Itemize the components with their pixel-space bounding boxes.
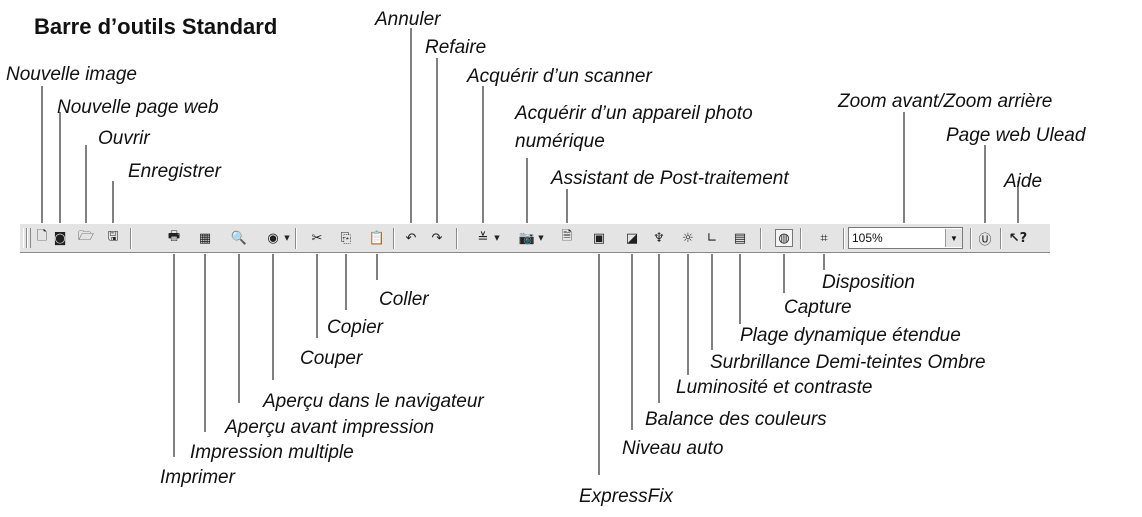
copy-icon[interactable]: ⎘ — [340, 230, 352, 246]
label-page-web-ulead: Page web Ulead — [946, 125, 1086, 146]
label-ouvrir: Ouvrir — [98, 128, 150, 149]
layout-icon[interactable]: ⌗ — [820, 230, 828, 246]
label-acquerir-appareil-line1: Acquérir d’un appareil photo — [515, 103, 753, 124]
label-enregistrer: Enregistrer — [128, 161, 221, 182]
page-title: Barre d’outils Standard — [34, 14, 278, 39]
label-niveau-auto: Niveau auto — [622, 438, 724, 459]
redo-icon[interactable]: ↷ — [431, 230, 443, 246]
chevron-down-icon[interactable]: ▼ — [945, 229, 962, 247]
browser-preview-icon[interactable]: ◉ — [267, 230, 279, 246]
toolbar-grip-2[interactable] — [27, 228, 31, 248]
print-multiple-icon[interactable]: ▦ — [198, 230, 212, 246]
save-icon[interactable]: 🖫 — [107, 229, 119, 244]
label-nouvelle-image: Nouvelle image — [6, 64, 137, 85]
label-apercu-navigateur: Aperçu dans le navigateur — [263, 391, 484, 412]
standard-toolbar: 🗋 ◙ 🗁 🖫 🖶 ▦ 🔍 ◉ ▼ ✂ ⎘ 📋 ↶ ↷ ≚ ▼ 📷 ▼ 🗎 ▣ … — [20, 223, 1050, 253]
camera-icon[interactable]: 📷 — [518, 230, 536, 246]
open-icon[interactable]: 🗁 — [77, 229, 95, 244]
new-web-page-icon[interactable]: ◙ — [53, 230, 67, 246]
label-imprimer: Imprimer — [160, 467, 235, 488]
toolbar-separator — [760, 228, 762, 249]
label-capture: Capture — [784, 297, 852, 318]
label-assistant: Assistant de Post-traitement — [551, 168, 789, 189]
browser-preview-dropdown-icon[interactable]: ▼ — [284, 234, 290, 242]
auto-level-icon[interactable]: ◪ — [625, 230, 639, 246]
toolbar-separator — [295, 228, 297, 249]
new-image-icon[interactable]: 🗋 — [36, 229, 48, 244]
highlight-midtone-shadow-icon[interactable]: ∟ — [706, 230, 718, 246]
undo-icon[interactable]: ↶ — [405, 230, 417, 246]
color-balance-icon[interactable]: ♆ — [653, 230, 665, 246]
toolbar-separator — [970, 228, 972, 249]
toolbar-separator — [800, 228, 802, 249]
scanner-icon[interactable]: ≚ — [477, 230, 489, 246]
label-disposition: Disposition — [822, 272, 915, 293]
label-copier: Copier — [327, 317, 383, 338]
toolbar-separator — [1000, 228, 1002, 249]
post-processing-wizard-icon[interactable]: 🗎 — [561, 229, 573, 244]
label-couper: Couper — [300, 348, 363, 369]
label-aide: Aide — [1004, 171, 1043, 192]
help-icon[interactable]: ↖? — [1008, 230, 1028, 246]
scanner-dropdown-icon[interactable]: ▼ — [494, 234, 500, 242]
label-apercu-impression: Aperçu avant impression — [225, 417, 435, 438]
label-coller: Coller — [379, 289, 429, 310]
dynamic-range-icon[interactable]: ▤ — [733, 230, 747, 246]
capture-icon[interactable]: ◍ — [775, 229, 793, 247]
label-expressfix: ExpressFix — [579, 486, 673, 507]
label-acquerir-scanner: Acquérir d’un scanner — [467, 66, 652, 87]
toolbar-separator — [456, 228, 458, 249]
zoom-value: 105% — [852, 231, 883, 245]
label-impression-multiple: Impression multiple — [190, 442, 354, 463]
label-acquerir-appareil-line2: numérique — [515, 131, 605, 152]
camera-dropdown-icon[interactable]: ▼ — [538, 234, 544, 242]
label-balance: Balance des couleurs — [645, 409, 827, 430]
paste-icon[interactable]: 📋 — [368, 230, 386, 246]
label-annuler: Annuler — [375, 9, 441, 30]
toolbar-separator — [393, 228, 395, 249]
toolbar-separator — [130, 228, 132, 249]
label-plage: Plage dynamique étendue — [740, 325, 961, 346]
label-refaire: Refaire — [425, 37, 487, 58]
zoom-select[interactable]: 105% ▼ — [848, 227, 963, 249]
expressfix-icon[interactable]: ▣ — [592, 230, 606, 246]
brightness-contrast-icon[interactable]: ☼ — [682, 230, 694, 246]
toolbar-grip[interactable] — [23, 228, 27, 248]
toolbar-separator — [843, 228, 845, 249]
label-nouvelle-page-web: Nouvelle page web — [57, 97, 219, 118]
ulead-web-page-icon[interactable]: Ⓤ — [978, 232, 992, 248]
print-preview-icon[interactable]: 🔍 — [230, 230, 248, 246]
label-zoom: Zoom avant/Zoom arrière — [838, 91, 1053, 112]
label-luminosite: Luminosité et contraste — [676, 377, 873, 398]
label-surbrillance: Surbrillance Demi-teintes Ombre — [710, 352, 986, 373]
cut-icon[interactable]: ✂ — [311, 230, 323, 246]
print-icon[interactable]: 🖶 — [167, 229, 181, 244]
